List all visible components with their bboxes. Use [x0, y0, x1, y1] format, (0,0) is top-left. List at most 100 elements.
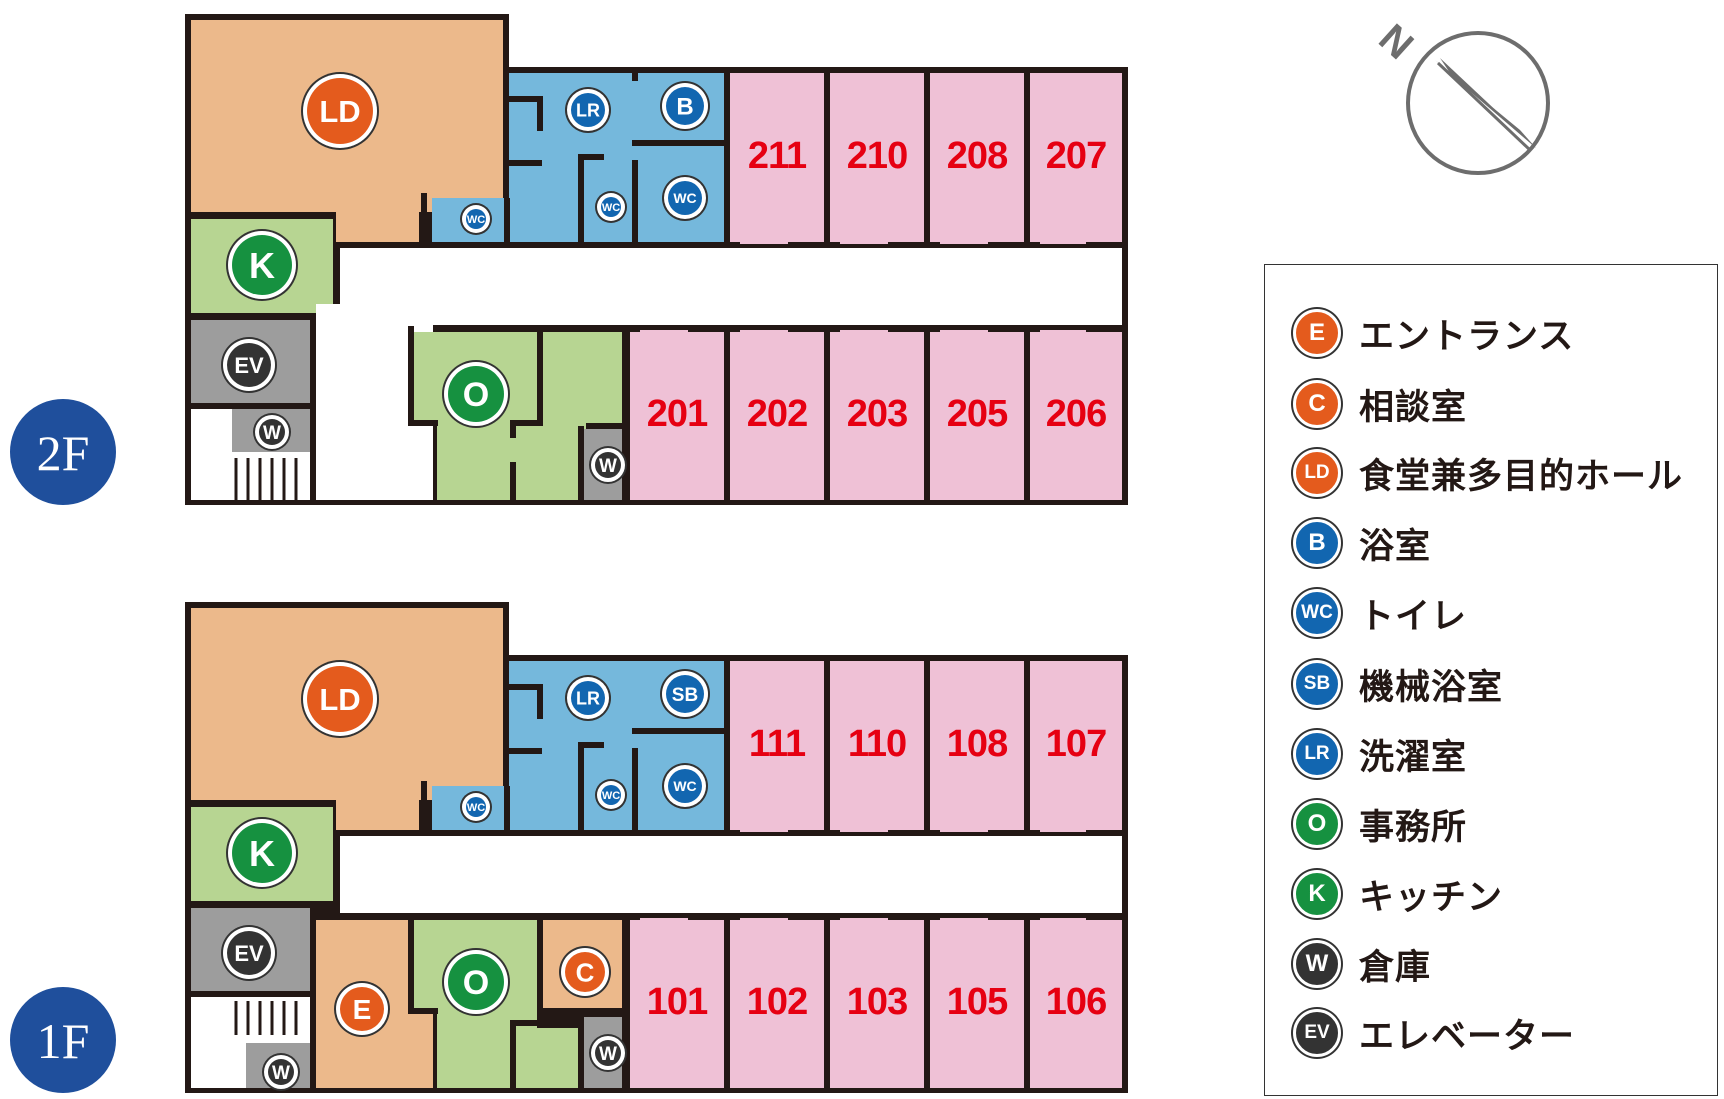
- badge-label: WC: [467, 802, 485, 814]
- room-number: 210: [847, 135, 907, 177]
- room-area: [830, 920, 924, 1088]
- badge-label: LD: [319, 682, 360, 717]
- dining-hall-area-lower: [336, 793, 419, 830]
- corridor: [340, 836, 1122, 913]
- floor-badge-lower: 1F: [10, 987, 116, 1093]
- storage-badge: W: [589, 1034, 627, 1072]
- badge-label: K: [249, 245, 275, 286]
- badge-label: WC: [602, 790, 620, 802]
- badge-label: K: [249, 833, 275, 874]
- room-north: 107: [1030, 661, 1122, 830]
- service-walls: [421, 73, 724, 242]
- floor-badge-upper: 2F: [10, 399, 116, 505]
- room-number: 106: [1046, 981, 1106, 1023]
- room-area: [730, 332, 824, 500]
- toilet-badge: WC: [460, 791, 492, 823]
- dining-hall-area-lower: [336, 205, 419, 242]
- legend-code-icon: LD: [1293, 449, 1341, 497]
- legend-label: トイレ: [1359, 596, 1468, 637]
- room-number: 211: [748, 135, 807, 177]
- badge-label: WC: [673, 190, 696, 206]
- office-badge: O: [442, 948, 510, 1016]
- badge-label: WC: [602, 202, 620, 214]
- legend-label: 相談室: [1359, 387, 1468, 428]
- room-number: 102: [747, 981, 807, 1023]
- room-number: 202: [747, 393, 807, 435]
- room-area: [930, 332, 1024, 500]
- room-number: 111: [749, 723, 806, 765]
- room-south: 205: [930, 332, 1024, 500]
- toilet-badge: WC: [460, 203, 492, 235]
- room-north: 210: [830, 73, 924, 242]
- room-north: 108: [930, 661, 1024, 830]
- storage-badge: W: [262, 1053, 300, 1091]
- lower-north-rooms: 111 110 108 107: [730, 661, 1122, 832]
- office-badge: O: [442, 360, 510, 428]
- room-area: [630, 332, 724, 500]
- elevator-badge: EV: [221, 337, 277, 393]
- toilet-badge: WC: [662, 175, 708, 221]
- compass-icon: N: [1371, 16, 1550, 175]
- toilet-badge: WC: [595, 779, 627, 811]
- room-south: 106: [1030, 920, 1122, 1088]
- storage-badge: W: [589, 446, 627, 484]
- kitchen-badge: K: [226, 229, 298, 301]
- badge-label: W: [272, 1063, 290, 1084]
- room-number: 108: [947, 723, 1007, 765]
- room-number: 207: [1046, 135, 1106, 177]
- storage-badge: W: [253, 413, 291, 451]
- room-area: [1030, 661, 1122, 830]
- room-area: [830, 661, 924, 830]
- badge-label: E: [353, 994, 372, 1025]
- toilet-badge: WC: [662, 763, 708, 809]
- room-number: 110: [848, 723, 906, 765]
- badge-label: C: [576, 957, 595, 987]
- legend-label: 浴室: [1359, 526, 1432, 567]
- toilet-badge: WC: [595, 191, 627, 223]
- room-area: [730, 661, 824, 830]
- legend-label: エントランス: [1359, 316, 1575, 357]
- room-number: 201: [647, 393, 708, 435]
- legend-label: エレベーター: [1359, 1016, 1576, 1057]
- upper-north-rooms: 211 210 208 207: [730, 73, 1122, 244]
- stairs-steps: [234, 458, 298, 500]
- room-number: 206: [1046, 393, 1106, 435]
- legend-label: 事務所: [1359, 807, 1468, 848]
- room-number: 105: [947, 981, 1008, 1023]
- elevator-badge: EV: [221, 925, 277, 981]
- room-south: 202: [730, 332, 824, 500]
- legend-code-icon: WC: [1293, 589, 1341, 637]
- room-south: 206: [1030, 332, 1122, 500]
- dining-hall-badge: LD: [301, 72, 379, 150]
- badge-label: SB: [672, 685, 698, 706]
- legend-label: 洗濯室: [1359, 737, 1468, 778]
- room-north: 110: [830, 661, 924, 830]
- legend-item: LD 食堂兼多目的ホール: [1291, 443, 1683, 503]
- legend-item: EV エレベーター: [1291, 1003, 1575, 1063]
- badge-label: O: [463, 964, 489, 1002]
- corridor-link: [316, 304, 361, 334]
- room-area: [930, 73, 1024, 242]
- badge-label: EV: [234, 353, 264, 378]
- laundry-badge: LR: [565, 87, 611, 133]
- upper-south-rooms: 201 202 203 205 206: [630, 330, 1122, 500]
- room-number: 203: [847, 393, 907, 435]
- compass-north-label: N: [1371, 16, 1422, 68]
- legend-label: 食堂兼多目的ホール: [1359, 456, 1684, 497]
- room-area: [1030, 920, 1122, 1088]
- legend-code-icon: EV: [1293, 1009, 1341, 1057]
- stairs-steps: [234, 1001, 298, 1035]
- badge-label: WC: [467, 214, 485, 226]
- badge-label: WC: [673, 778, 696, 794]
- legend-item: WC トイレ: [1291, 583, 1467, 643]
- badge-label: LR: [576, 100, 600, 120]
- room-north: 208: [930, 73, 1024, 242]
